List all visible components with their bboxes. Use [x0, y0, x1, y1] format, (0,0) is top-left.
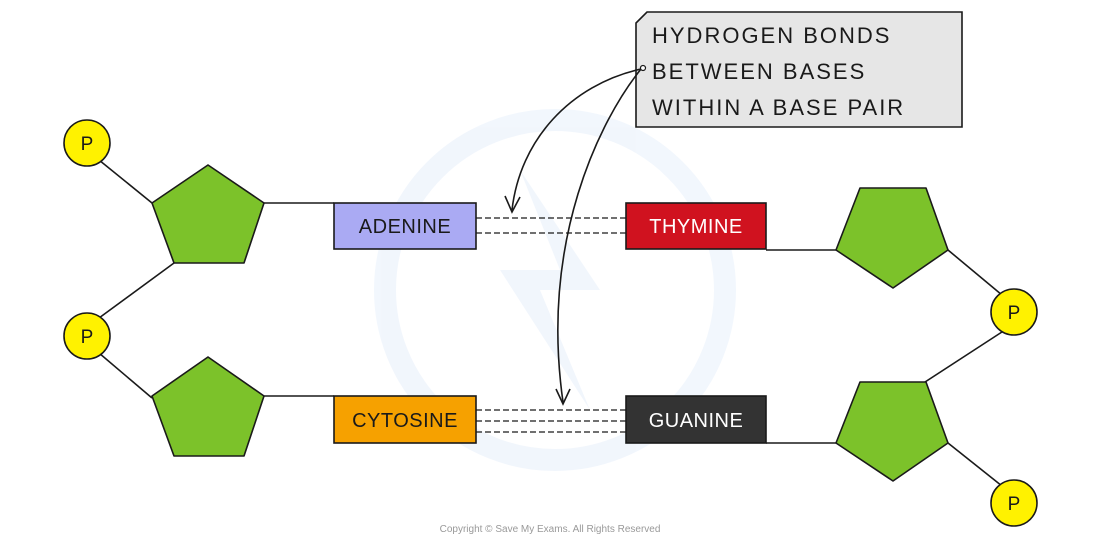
callout-box — [635, 11, 963, 128]
callout-line-2: BETWEEN BASES — [652, 59, 866, 84]
phosphate-right-middle: P — [990, 288, 1038, 336]
arrow-origin-dot — [639, 64, 647, 72]
hydrogen-bonds-cg — [476, 409, 626, 433]
callout-line-3: WITHIN A BASE PAIR — [652, 95, 905, 120]
base-guanine-label: GUANINE — [649, 410, 744, 432]
base-cytosine: CYTOSINE — [333, 395, 477, 444]
base-thymine-label: THYMINE — [649, 216, 743, 238]
arrow-to-cg-bonds — [557, 68, 642, 403]
phosphate-label: P — [81, 327, 94, 348]
base-thymine: THYMINE — [625, 202, 767, 250]
sugar-pentagon-right-top — [835, 187, 949, 289]
arrow-to-at-bonds — [511, 68, 642, 211]
copyright-text: Copyright © Save My Exams. All Rights Re… — [440, 524, 661, 535]
phosphate-left-top: P — [63, 119, 111, 167]
base-adenine: ADENINE — [333, 202, 477, 250]
hydrogen-bond-callout: HYDROGEN BONDS BETWEEN BASES WITHIN A BA… — [635, 11, 963, 128]
watermark-logo — [374, 109, 736, 471]
arrow-head-at — [504, 195, 521, 214]
sugar-pentagon-left-bottom — [151, 356, 265, 457]
left-backbone-lines — [98, 159, 334, 399]
phosphate-left-middle: P — [63, 312, 111, 360]
phosphate-label: P — [1008, 303, 1021, 324]
base-adenine-label: ADENINE — [359, 216, 451, 238]
callout-arrows — [504, 64, 647, 406]
base-cytosine-label: CYTOSINE — [352, 410, 458, 432]
phosphate-label: P — [81, 134, 94, 155]
right-backbone-lines — [766, 249, 1006, 487]
hydrogen-bonds-at — [476, 217, 626, 234]
phosphate-right-bottom: P — [990, 479, 1038, 527]
sugar-pentagon-left-top — [151, 164, 265, 264]
callout-line-1: HYDROGEN BONDS — [652, 23, 891, 48]
phosphate-label: P — [1008, 494, 1021, 515]
sugar-pentagon-right-bottom — [835, 381, 949, 482]
base-guanine: GUANINE — [625, 395, 767, 444]
arrow-head-cg — [555, 388, 571, 406]
